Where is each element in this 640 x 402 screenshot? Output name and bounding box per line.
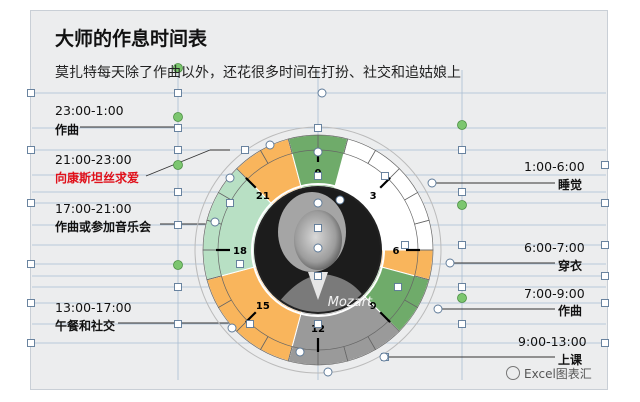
resize-handle[interactable] <box>174 283 182 291</box>
clock-inner-ring <box>251 183 385 317</box>
callout-activity-0600: 穿衣 <box>558 259 583 273</box>
rotate-handle[interactable] <box>445 258 455 268</box>
resize-handle[interactable] <box>458 283 466 291</box>
callout-time-0100: 1:00-6:00 <box>524 159 585 174</box>
adjust-handle[interactable] <box>457 200 467 210</box>
callout-time-1300: 13:00-17:00 <box>55 300 132 315</box>
resize-handle[interactable] <box>394 283 402 291</box>
resize-handle[interactable] <box>314 124 322 132</box>
callout-time-0900: 9:00-13:00 <box>518 334 587 349</box>
resize-handle[interactable] <box>314 172 322 180</box>
hour-label-21: 21 <box>256 191 270 202</box>
hour-label-18: 18 <box>233 246 247 257</box>
adjust-handle[interactable] <box>173 160 183 170</box>
portrait-coat <box>270 274 372 312</box>
callout-activity-1700: 作曲或参加音乐会 <box>55 220 152 234</box>
resize-handle[interactable] <box>27 339 35 347</box>
adjust-handle[interactable] <box>457 293 467 303</box>
resize-handle[interactable] <box>381 172 389 180</box>
resize-handle[interactable] <box>458 188 466 196</box>
resize-handle[interactable] <box>27 260 35 268</box>
resize-handle[interactable] <box>174 221 182 229</box>
watermark: Excel图表汇 <box>506 365 592 382</box>
callout-activity-1300: 午餐和社交 <box>55 319 116 333</box>
rotate-handle[interactable] <box>427 178 437 188</box>
adjust-handle[interactable] <box>173 112 183 122</box>
watermark-text: Excel图表汇 <box>524 367 592 381</box>
rotate-handle[interactable] <box>210 217 220 227</box>
page-subtitle: 莫扎特每天除了作曲以外，还花很多时间在打扮、社交和追姑娘上 <box>55 65 461 81</box>
resize-handle[interactable] <box>458 320 466 328</box>
resize-handle[interactable] <box>458 241 466 249</box>
resize-handle[interactable] <box>174 188 182 196</box>
resize-handle[interactable] <box>314 272 322 280</box>
resize-handle[interactable] <box>314 224 322 232</box>
resize-handle[interactable] <box>314 320 322 328</box>
selection-handles[interactable] <box>27 63 609 377</box>
rotate-handle[interactable] <box>323 367 333 377</box>
resize-handle[interactable] <box>601 241 609 249</box>
resize-handle[interactable] <box>27 299 35 307</box>
resize-handle[interactable] <box>458 146 466 154</box>
callout-time-0700: 7:00-9:00 <box>524 286 585 301</box>
resize-handle[interactable] <box>601 199 609 207</box>
adjust-handle[interactable] <box>173 63 183 73</box>
hour-label-15: 15 <box>256 301 270 312</box>
callout-time-2100: 21:00-23:00 <box>55 152 132 167</box>
callout-activity-0100: 睡觉 <box>558 178 583 192</box>
rotate-handle[interactable] <box>313 198 323 208</box>
rotate-handle[interactable] <box>295 347 305 357</box>
resize-handle[interactable] <box>601 161 609 169</box>
rotate-handle[interactable] <box>433 304 443 314</box>
resize-handle[interactable] <box>401 241 409 249</box>
hour-label-12: 12 <box>311 324 325 335</box>
page-title: 大师的作息时间表 <box>55 28 208 50</box>
rotate-handle[interactable] <box>317 88 327 98</box>
portrait-cravat <box>308 272 328 300</box>
resize-handle[interactable] <box>174 320 182 328</box>
callout-activity-0700: 作曲 <box>558 304 583 318</box>
callout-time-1700: 17:00-21:00 <box>55 201 132 216</box>
hour-tick <box>379 311 391 323</box>
rotate-handle[interactable] <box>379 352 389 362</box>
resize-handle[interactable] <box>601 299 609 307</box>
hour-tick <box>245 177 257 189</box>
resize-handle[interactable] <box>27 146 35 154</box>
rotate-handle[interactable] <box>313 243 323 253</box>
resize-handle[interactable] <box>601 339 609 347</box>
callout-time-0600: 6:00-7:00 <box>524 240 585 255</box>
adjust-handle[interactable] <box>173 260 183 270</box>
resize-handle[interactable] <box>246 320 254 328</box>
resize-handle[interactable] <box>27 199 35 207</box>
resize-handle[interactable] <box>226 199 234 207</box>
rotate-handle[interactable] <box>265 140 275 150</box>
hour-label-6: 6 <box>393 246 400 257</box>
portrait-signature: Mozart. <box>328 295 377 310</box>
hour-label-9: 9 <box>370 301 377 312</box>
rotate-handle[interactable] <box>335 195 345 205</box>
rotate-handle[interactable] <box>227 323 237 333</box>
resize-handle[interactable] <box>601 272 609 280</box>
portrait-face <box>294 210 342 270</box>
resize-handle[interactable] <box>174 146 182 154</box>
resize-handle[interactable] <box>174 89 182 97</box>
hour-label-3: 3 <box>370 191 377 202</box>
adjust-handle[interactable] <box>457 120 467 130</box>
rotate-handle[interactable] <box>313 147 323 157</box>
resize-handle[interactable] <box>27 89 35 97</box>
resize-handle[interactable] <box>236 260 244 268</box>
callout-activity-2300: 作曲 <box>55 123 80 137</box>
resize-handle[interactable] <box>174 124 182 132</box>
wechat-icon <box>506 366 520 380</box>
callout-activity-0900: 上课 <box>558 353 583 367</box>
callout-activity-2100: 向康斯坦丝求爱 <box>55 171 140 185</box>
callout-time-2300: 23:00-1:00 <box>55 103 124 118</box>
mozart-portrait: Mozart. <box>254 186 382 314</box>
resize-handle[interactable] <box>241 146 249 154</box>
rotate-handle[interactable] <box>225 173 235 183</box>
